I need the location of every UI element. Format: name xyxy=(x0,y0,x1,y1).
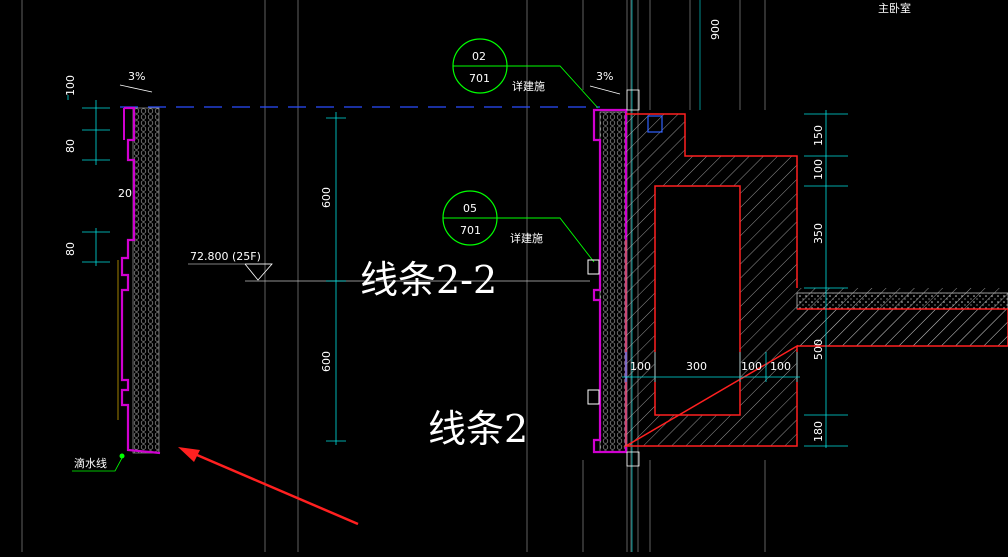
dim-left-3: 80 xyxy=(64,242,77,256)
slope-right-label: 3% xyxy=(596,70,613,83)
left-dimensions xyxy=(67,95,110,266)
dim-right-0: 150 xyxy=(812,125,825,146)
slope-left-label: 3% xyxy=(128,70,145,83)
callout-2-label: 详建施 xyxy=(510,231,543,245)
plan-title: 线条2 xyxy=(428,407,528,451)
dim-bottom-1: 300 xyxy=(686,360,707,373)
room-name: 主卧室 xyxy=(878,1,911,15)
callout-1-sheet: 701 xyxy=(469,72,490,85)
dim-right-1: 100 xyxy=(812,159,825,180)
section-title: 线条2-2 xyxy=(360,258,497,302)
dim-bottom-0: 100 xyxy=(630,360,651,373)
detail-callout-1 xyxy=(452,38,599,109)
dim-right-4: 180 xyxy=(812,421,825,442)
center-dimensions xyxy=(326,112,346,445)
dim-bottom-2: 100 xyxy=(741,360,762,373)
elevation-marker xyxy=(244,263,273,281)
detail-callout-2 xyxy=(442,190,595,263)
drip-line-label: 滴水线 xyxy=(74,456,107,470)
callout-1-number: 02 xyxy=(472,50,486,63)
dim-center-0: 600 xyxy=(320,187,333,208)
callout-1-label: 详建施 xyxy=(512,79,545,93)
dim-bottom-3: 100 xyxy=(770,360,791,373)
elevation-label: 72.800 (25F) xyxy=(190,250,261,263)
right-structure xyxy=(587,89,1008,467)
red-arrow xyxy=(178,447,359,526)
dim-center-1: 600 xyxy=(320,351,333,372)
callout-2-number: 05 xyxy=(463,202,477,215)
bottom-dimensions xyxy=(622,352,800,382)
dim-left-1: 80 xyxy=(64,139,77,153)
dim-left-0: 100 xyxy=(64,75,77,96)
left-profile xyxy=(117,106,161,459)
right-dimensions xyxy=(804,110,848,448)
dim-top-0: 900 xyxy=(709,19,722,40)
dim-right-3: 500 xyxy=(812,339,825,360)
dim-right-2: 350 xyxy=(812,223,825,244)
dim-left-2: 20 xyxy=(118,187,132,200)
callout-2-sheet: 701 xyxy=(460,224,481,237)
